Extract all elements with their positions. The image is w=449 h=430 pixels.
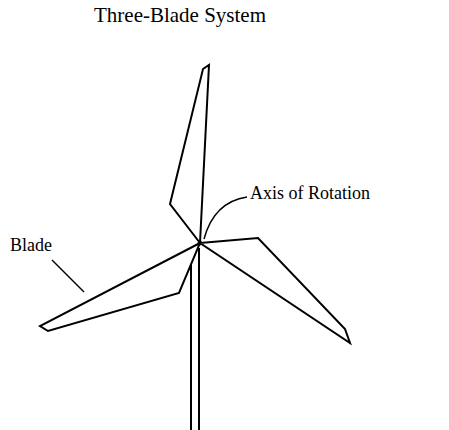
tower-line	[198, 248, 200, 430]
blade-outline	[40, 243, 200, 331]
part-label-holder: Axis of Rotation	[250, 184, 370, 204]
diagram-title: Three-Blade System	[94, 4, 266, 27]
blade-outline	[200, 238, 350, 343]
part-label-holder: Blade	[10, 236, 52, 256]
part-label: Blade	[10, 236, 52, 256]
part-label: Axis of Rotation	[250, 184, 370, 204]
diagram-title-holder: Three-Blade System	[94, 4, 266, 27]
leader-line	[204, 197, 247, 239]
leader-line	[52, 260, 84, 292]
tower-line	[190, 250, 192, 430]
blade-outline	[170, 65, 209, 243]
